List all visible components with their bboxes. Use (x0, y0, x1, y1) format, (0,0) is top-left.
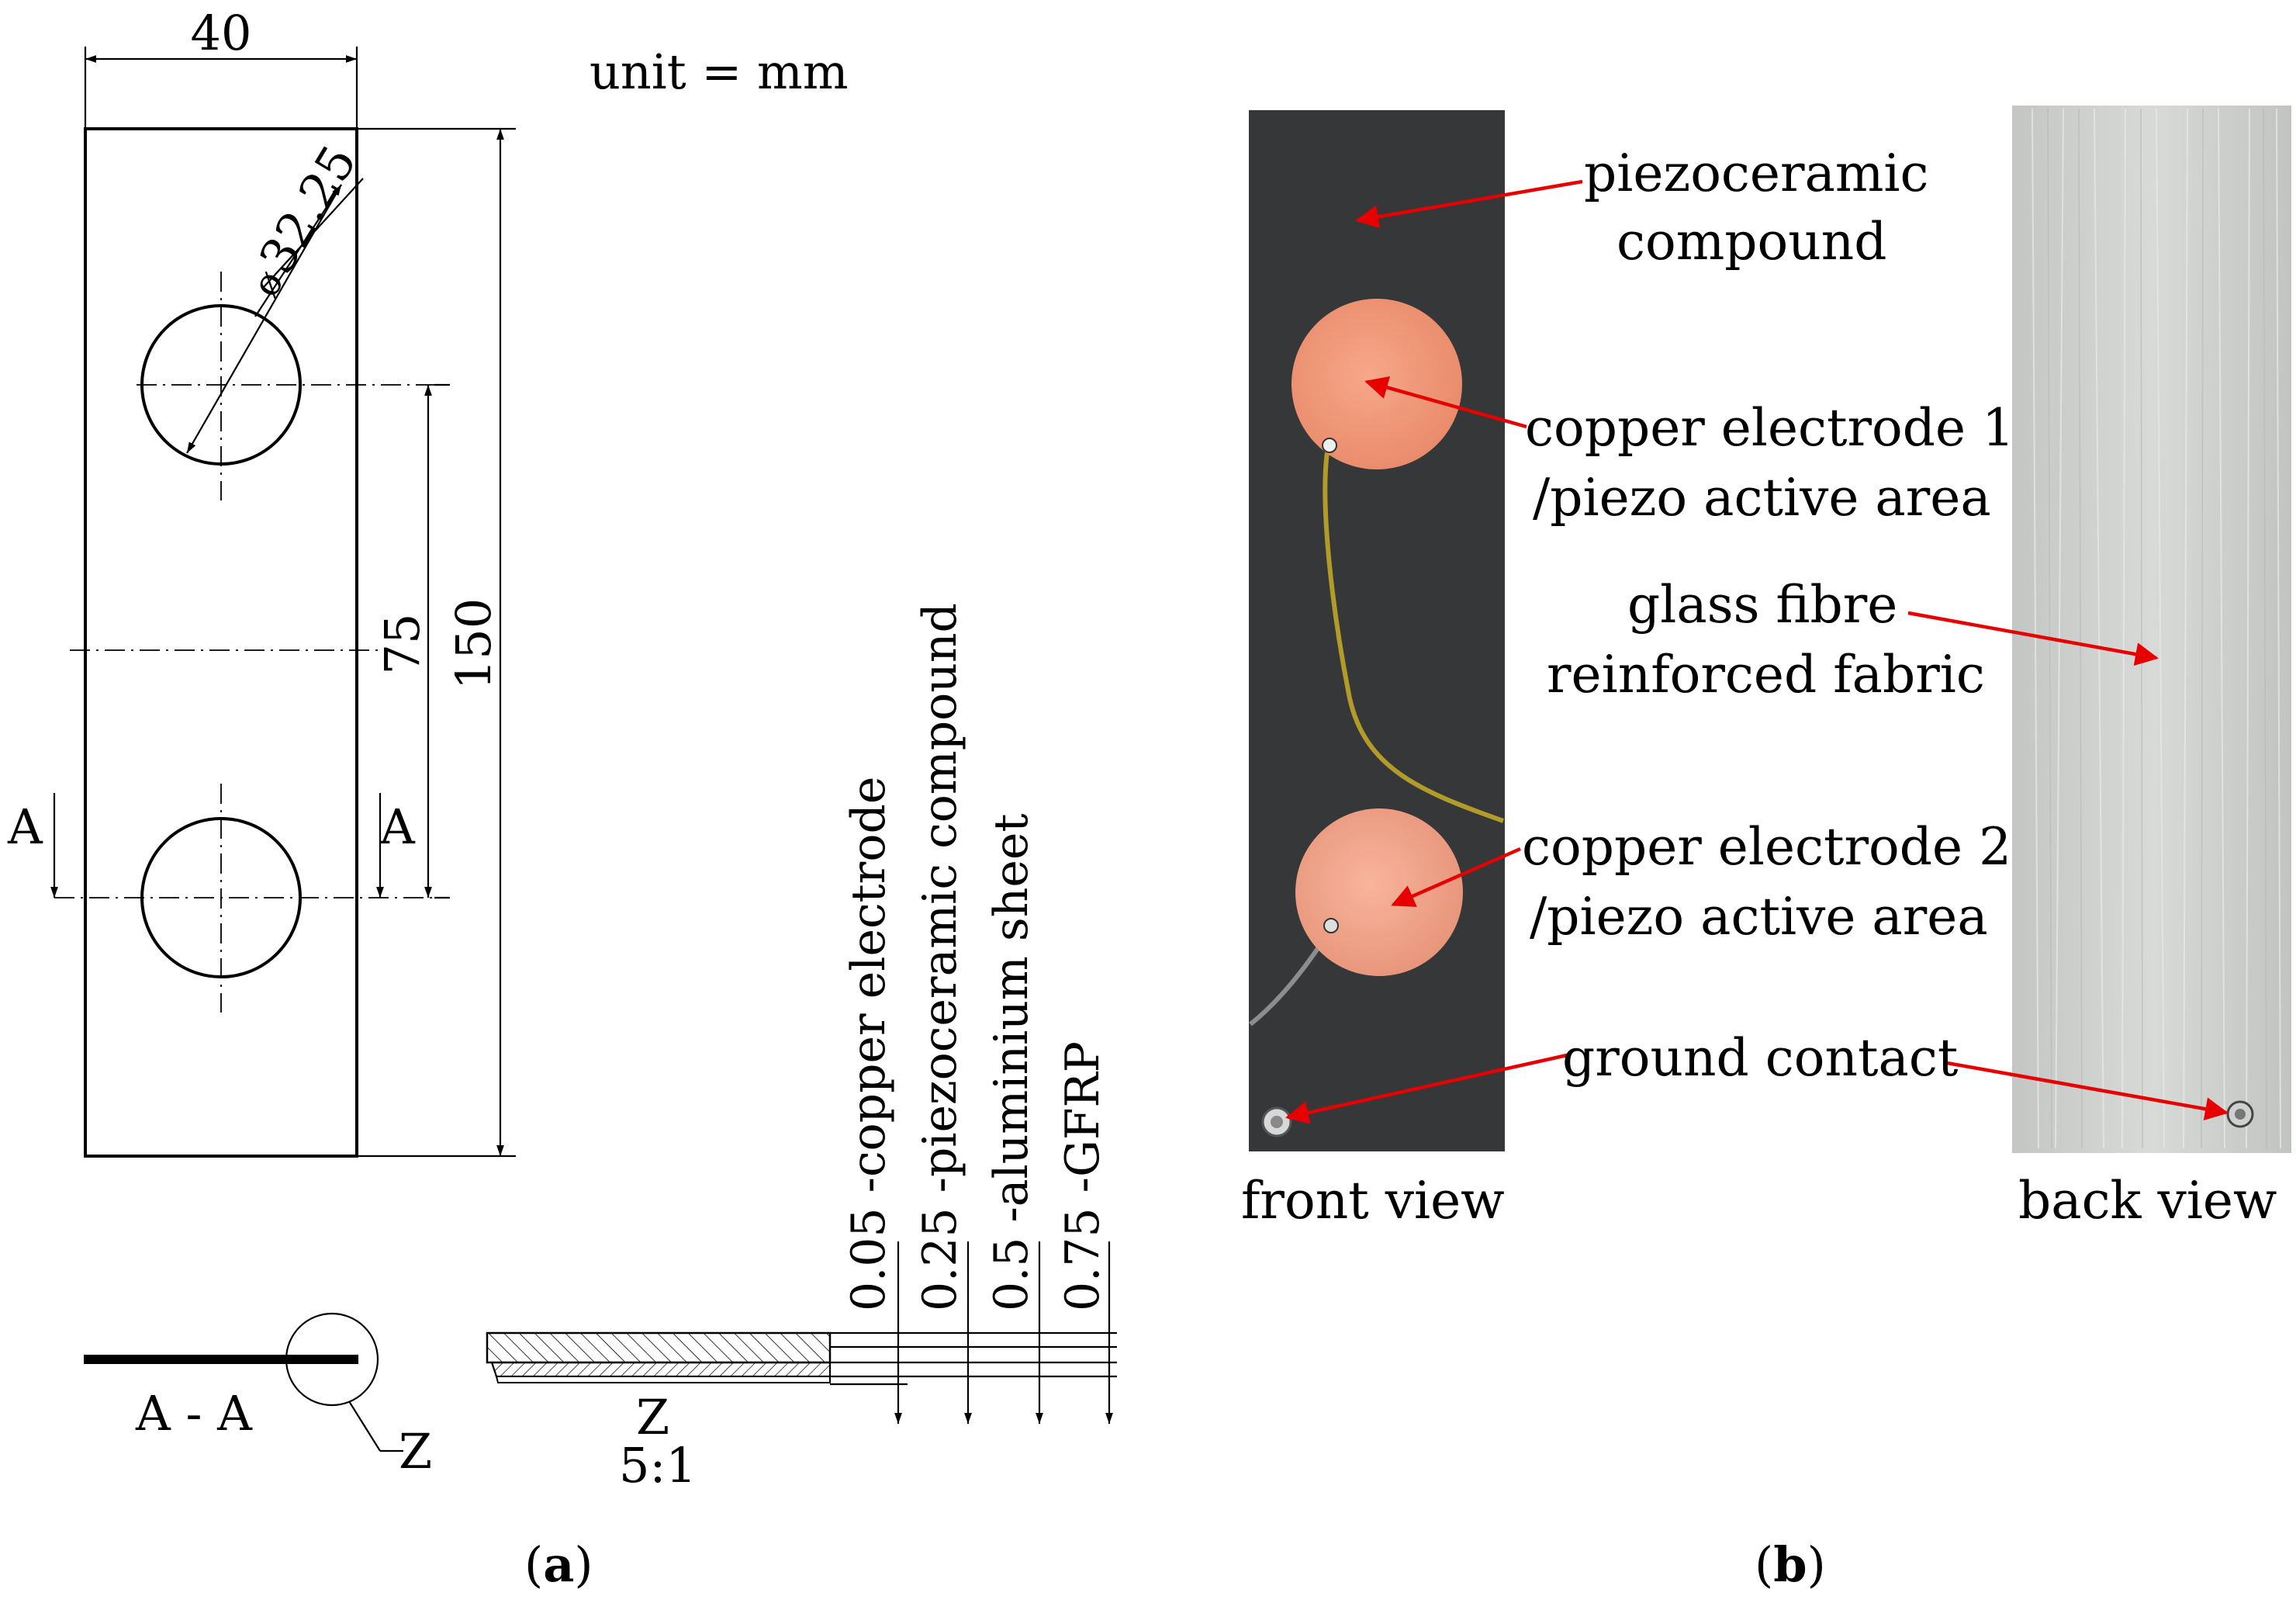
section-label: A - A (135, 1385, 253, 1442)
back-view-label: back view (2018, 1171, 2277, 1231)
width-dimension: 40 (84, 5, 358, 129)
layer-gfrp: 0.75 -GFRP (1056, 1041, 1110, 1311)
section-a-a-view: A - A Z (84, 1312, 432, 1480)
upper-hole (137, 272, 434, 500)
detail-title: Z (636, 1389, 669, 1445)
spacing-dimension: 75 (374, 383, 450, 899)
arrow-electrode-2 (1391, 847, 1521, 907)
layer-labels: 0.05 -copper electrode 0.25 -piezocerami… (842, 603, 1113, 1424)
panel-a-technical-drawing: unit = mm 40 ø 32.25 (7, 5, 1117, 1593)
arrow-electrode-1 (1364, 376, 1527, 429)
label-electrode-1-line2: /piezo active area (1533, 468, 1991, 528)
length-dimension: 150 (357, 127, 516, 1158)
arrow-ground-front (1285, 1053, 1568, 1124)
label-electrode-1-line1: copper electrode 1 (1525, 398, 2014, 458)
label-piezoceramic-1: piezoceramic (1584, 144, 1929, 203)
detail-scale: 5:1 (619, 1437, 697, 1494)
panel-b-photographs: piezoceramic compound copper electrode 1… (1241, 106, 2291, 1593)
label-piezoceramic-2: compound (1617, 212, 1887, 272)
label-glass-1: glass fibre (1627, 575, 1897, 635)
spacing-value: 75 (374, 614, 430, 675)
width-value: 40 (191, 5, 252, 61)
wire-1 (1323, 446, 1504, 823)
layer-piezoceramic-compound: 0.25 -piezoceramic compound (913, 603, 967, 1311)
panel-b-labels: piezoceramic compound copper electrode 1… (1241, 144, 2277, 1231)
copper-electrode-2 (1295, 808, 1463, 976)
label-electrode-2-line2: /piezo active area (1530, 887, 1988, 947)
front-view-label: front view (1241, 1171, 1505, 1231)
lower-hole (54, 784, 434, 1013)
arrow-piezoceramic (1355, 179, 1583, 229)
diameter-dimension: ø 32.25 (186, 136, 368, 454)
section-marker-left: A (7, 793, 58, 898)
layer-aluminium-sheet: 0.5 -aluminium sheet (984, 814, 1039, 1311)
detail-marker: Z (399, 1423, 432, 1480)
diameter-value: 32.25 (248, 136, 368, 283)
front-view-photo (1249, 110, 1505, 1151)
label-ground-contact: ground contact (1562, 1028, 1958, 1088)
label-glass-2: reinforced fabric (1547, 645, 1985, 705)
front-panel (1249, 110, 1505, 1151)
unit-label: unit = mm (590, 43, 849, 100)
back-view-photo (2012, 106, 2291, 1153)
arrow-ground-back (1946, 1061, 2229, 1121)
section-marker-right: A (376, 793, 416, 898)
section-marker-right-label: A (379, 798, 416, 855)
arrow-glass-fibre (1907, 611, 2159, 666)
label-electrode-2-line1: copper electrode 2 (1522, 817, 2011, 877)
length-value: 150 (445, 598, 502, 690)
caption-b: (b) (1755, 1536, 1826, 1593)
caption-a: (a) (524, 1536, 593, 1593)
section-marker-left-label: A (7, 798, 43, 855)
annotation-arrows (1285, 179, 2229, 1124)
layer-copper-electrode: 0.05 -copper electrode (842, 777, 896, 1311)
plate-outline (84, 127, 358, 1158)
detail-z-view: Z 5:1 (486, 1331, 1117, 1494)
